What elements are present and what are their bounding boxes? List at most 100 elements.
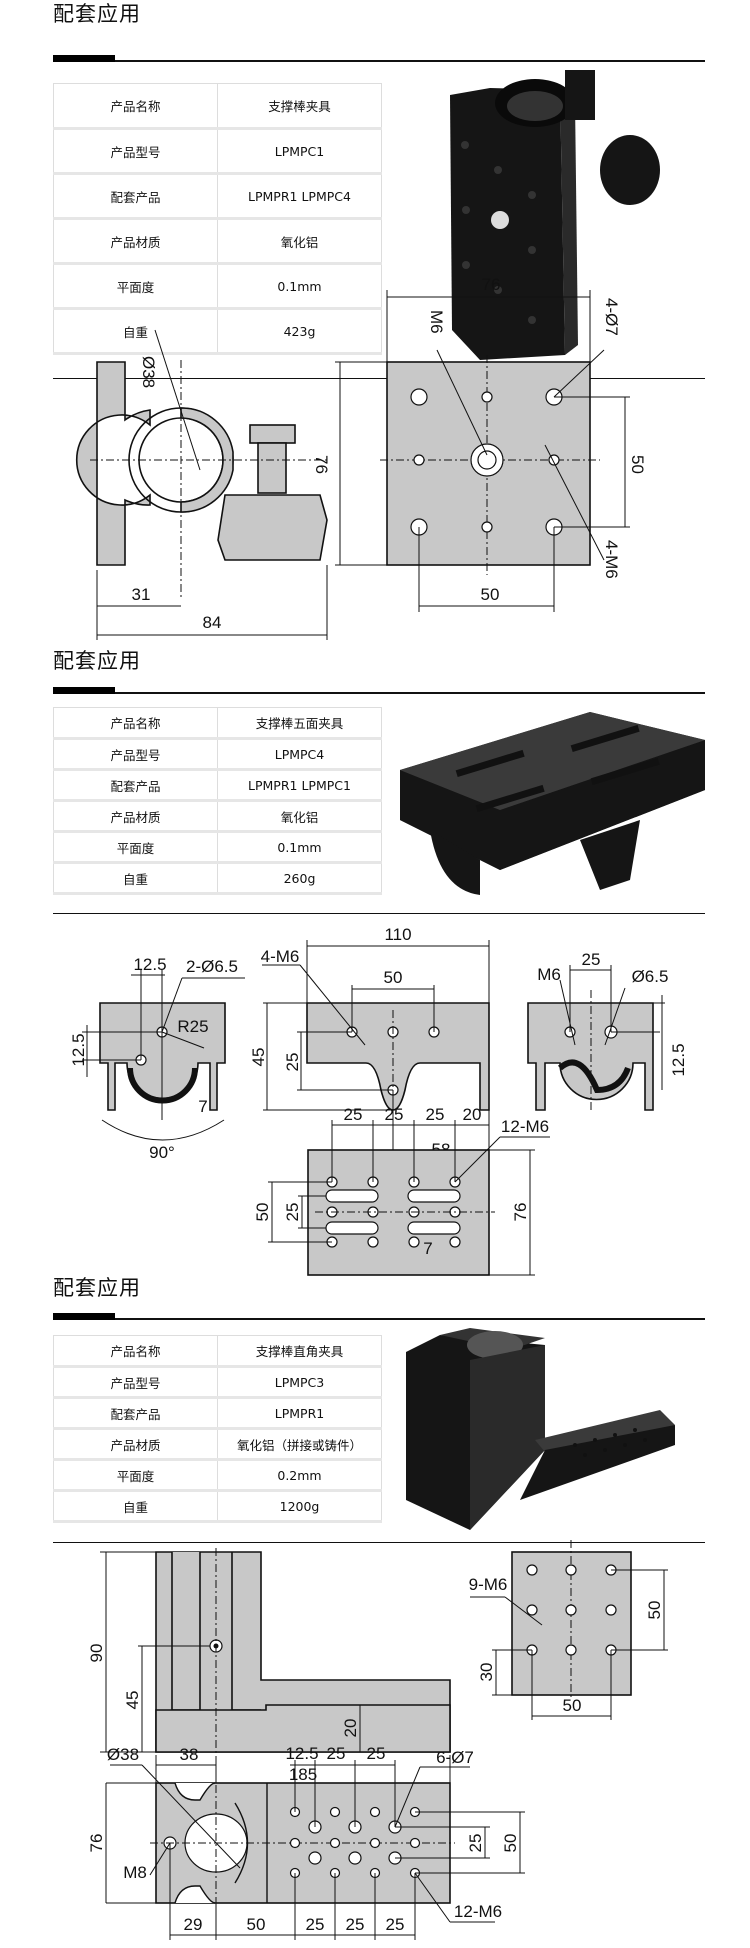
spec-value: 支撑棒直角夹具: [217, 1335, 382, 1368]
spec-key: 产品型号: [53, 1366, 218, 1399]
divider: [53, 1542, 705, 1543]
table-row: 产品材质氧化铝: [53, 218, 382, 265]
spec-value: 氧化铝: [217, 218, 382, 265]
dim-label: 25: [346, 1915, 365, 1934]
spec-key: 平面度: [53, 831, 218, 864]
dim-label: 25: [306, 1915, 325, 1934]
divider: [53, 1318, 705, 1320]
dim-label: 50: [253, 1203, 272, 1222]
dim-label: 20: [341, 1719, 360, 1738]
spec-value: LPMPR1: [217, 1397, 382, 1430]
spec-key: 自重: [53, 308, 218, 355]
dim-label: 50: [247, 1915, 266, 1934]
dim-label: 25: [582, 950, 601, 969]
spec-key: 产品名称: [53, 83, 218, 130]
dim-label: 38: [180, 1745, 199, 1764]
spec-key: 配套产品: [53, 769, 218, 802]
dim-label: M6: [427, 310, 446, 334]
table-row: 产品名称支撑棒夹具: [53, 83, 382, 130]
spec-value: LPMPR1 LPMPC1: [217, 769, 382, 802]
spec-value: LPMPC3: [217, 1366, 382, 1399]
spec-value: 0.2mm: [217, 1459, 382, 1492]
heading-accent-bar: [53, 55, 115, 62]
dim-label: 76: [511, 1203, 530, 1222]
dim-label: 30: [477, 1663, 496, 1682]
table-row: 产品材质氧化铝（拼接或铸件）: [53, 1428, 382, 1461]
spec-key: 产品名称: [53, 707, 218, 740]
spec-key: 产品材质: [53, 1428, 218, 1461]
spec-key: 自重: [53, 862, 218, 895]
spec-key: 平面度: [53, 263, 218, 310]
dim-label: 12.5: [69, 1033, 88, 1066]
dim-label: 76: [482, 275, 501, 294]
section-heading: 配套应用: [53, 1276, 141, 1300]
dim-label: 25: [386, 1915, 405, 1934]
spec-value: 氧化铝: [217, 800, 382, 833]
dim-label: 50: [645, 1601, 664, 1620]
dim-label: 12.5: [669, 1043, 688, 1076]
divider: [53, 60, 705, 62]
heading-accent-bar: [53, 1313, 115, 1320]
dim-label: 31: [132, 585, 151, 604]
dim-label: 110: [384, 925, 411, 944]
dim-label: R25: [177, 1017, 208, 1036]
dim-label: 25: [367, 1744, 386, 1763]
dim-label: 4-M6: [602, 540, 621, 579]
dim-label: M8: [123, 1863, 147, 1882]
dim-label: 50: [501, 1834, 520, 1853]
dim-label: 12.5: [133, 955, 166, 974]
spec-value: 支撑棒夹具: [217, 83, 382, 130]
dim-label: 25: [385, 1105, 404, 1124]
dim-label: M6: [537, 965, 561, 984]
dim-label: Ø38: [107, 1745, 139, 1764]
table-row: 产品名称支撑棒五面夹具: [53, 707, 382, 740]
spec-value: 423g: [217, 308, 382, 355]
spec-value: 支撑棒五面夹具: [217, 707, 382, 740]
spec-key: 平面度: [53, 1459, 218, 1492]
dim-label: 2-Ø6.5: [186, 957, 238, 976]
spec-key: 产品名称: [53, 1335, 218, 1368]
dim-label: 9-M6: [469, 1575, 508, 1594]
dim-label: 25: [426, 1105, 445, 1124]
section-heading: 配套应用: [53, 2, 141, 26]
spec-value: 0.1mm: [217, 263, 382, 310]
dim-label: 45: [123, 1691, 142, 1710]
divider: [53, 692, 705, 694]
dim-label: 12-M6: [501, 1117, 549, 1136]
dim-label: 50: [481, 585, 500, 604]
spec-value: LPMPC4: [217, 738, 382, 771]
spec-value: 1200g: [217, 1490, 382, 1523]
section-heading: 配套应用: [53, 649, 141, 673]
spec-value: LPMPR1 LPMPC4: [217, 173, 382, 220]
dim-label: 29: [184, 1915, 203, 1934]
dim-label: 45: [249, 1048, 268, 1067]
dim-label: 76: [87, 1834, 106, 1853]
dim-label: 76: [312, 455, 331, 474]
dim-label: 25: [283, 1203, 302, 1222]
dim-label: 25: [283, 1053, 302, 1072]
dim-label: 6-Ø7: [436, 1748, 474, 1767]
dim-label: 20: [463, 1105, 482, 1124]
dim-label: 50: [628, 455, 647, 474]
spec-key: 产品材质: [53, 800, 218, 833]
spec-value: LPMPC1: [217, 128, 382, 175]
dim-label: 50: [384, 968, 403, 987]
dim-label: 50: [563, 1696, 582, 1715]
divider: [53, 913, 705, 914]
spec-key: 配套产品: [53, 173, 218, 220]
dim-label: 25: [466, 1834, 485, 1853]
table-row: 产品名称支撑棒直角夹具: [53, 1335, 382, 1368]
spec-key: 配套产品: [53, 1397, 218, 1430]
